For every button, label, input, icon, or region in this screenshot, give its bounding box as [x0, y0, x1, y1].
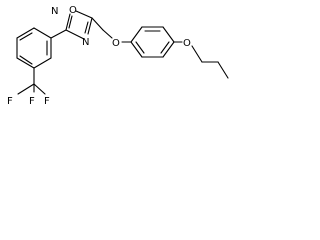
cf-bond-right — [33, 83, 46, 95]
molecule-diagram: O N N O O F F F — [7, 5, 229, 107]
methylene-bond — [91, 17, 104, 31]
phenyl-ring — [16, 27, 52, 69]
methylene-ether-bond — [102, 29, 113, 39]
cf-bond-left — [17, 83, 35, 95]
atom-ring-oxygen: O — [69, 5, 77, 16]
atom-fluorine-center: F — [29, 96, 35, 107]
aryl-oxadiazole-bond — [50, 29, 67, 39]
atom-ring-nitrogen-bottom: N — [82, 37, 89, 48]
atom-ether-oxygen-1: O — [112, 38, 120, 49]
propyl-bond-3 — [217, 61, 229, 79]
atom-ether-oxygen-2: O — [183, 38, 191, 49]
propyl-bond-1 — [191, 45, 203, 63]
oxadiazole-ring — [65, 10, 93, 40]
atom-ring-nitrogen-top: N — [51, 6, 58, 17]
atom-fluorine-right: F — [44, 96, 50, 107]
phenylene-ring — [130, 26, 175, 58]
atom-fluorine-left: F — [7, 96, 13, 107]
